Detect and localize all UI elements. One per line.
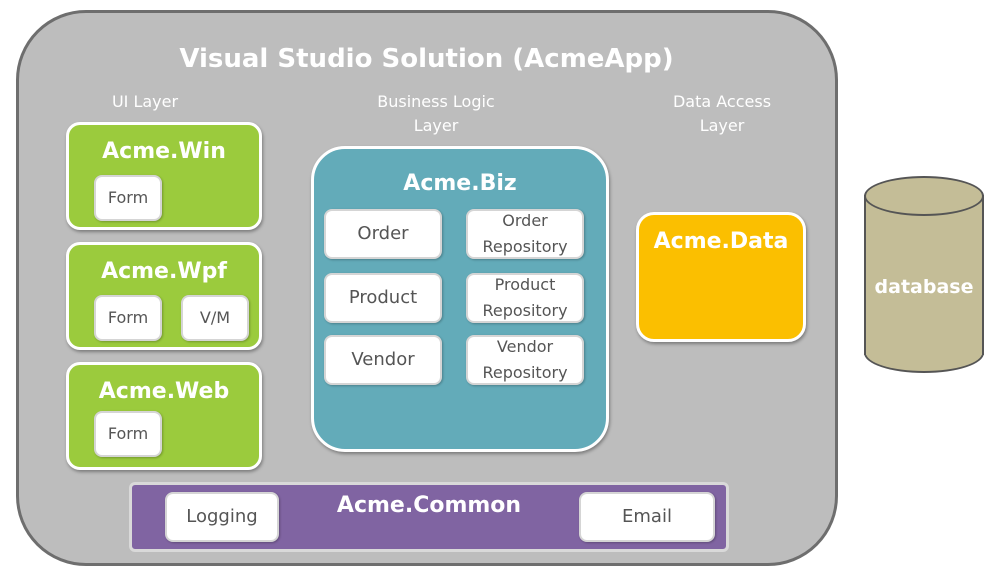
biz-vendor-repository[interactable]: Vendor Repository <box>466 335 584 385</box>
data-access-layer-label: Data Access Layer <box>672 92 772 135</box>
common-email[interactable]: Email <box>579 492 715 542</box>
business-logic-layer-label: Business Logic Layer <box>377 92 495 135</box>
acme-win-title: Acme.Win <box>102 139 226 164</box>
database-cylinder-body <box>864 195 984 355</box>
acme-biz-title: Acme.Biz <box>403 171 517 196</box>
acme-wpf-form[interactable]: Form <box>94 295 162 341</box>
biz-product[interactable]: Product <box>324 273 442 323</box>
acme-data-project[interactable]: Acme.Data <box>636 212 806 342</box>
database-label: database <box>874 276 974 298</box>
acme-wpf-viewmodel[interactable]: V/M <box>181 295 249 341</box>
acme-web-project[interactable]: Acme.Web Form <box>66 362 262 470</box>
acme-wpf-title: Acme.Wpf <box>101 259 227 284</box>
acme-common-project[interactable]: Acme.Common Logging Email <box>129 482 729 552</box>
acme-data-title: Acme.Data <box>653 229 789 254</box>
acme-win-project[interactable]: Acme.Win Form <box>66 122 262 230</box>
solution-title: Visual Studio Solution (AcmeApp) <box>179 44 674 74</box>
database-cylinder-cover <box>866 330 982 350</box>
biz-order[interactable]: Order <box>324 209 442 259</box>
acme-web-form[interactable]: Form <box>94 411 162 457</box>
ui-layer-label: UI Layer <box>111 92 179 111</box>
biz-product-repository[interactable]: Product Repository <box>466 273 584 323</box>
biz-vendor[interactable]: Vendor <box>324 335 442 385</box>
acme-common-title: Acme.Common <box>336 493 522 518</box>
database-cylinder-top <box>864 176 984 216</box>
acme-web-title: Acme.Web <box>98 379 230 404</box>
acme-wpf-project[interactable]: Acme.Wpf Form V/M <box>66 242 262 350</box>
acme-win-form[interactable]: Form <box>94 175 162 221</box>
acme-biz-project[interactable]: Acme.Biz Order Product Vendor Order Repo… <box>311 146 609 452</box>
biz-order-repository[interactable]: Order Repository <box>466 209 584 259</box>
common-logging[interactable]: Logging <box>165 492 279 542</box>
